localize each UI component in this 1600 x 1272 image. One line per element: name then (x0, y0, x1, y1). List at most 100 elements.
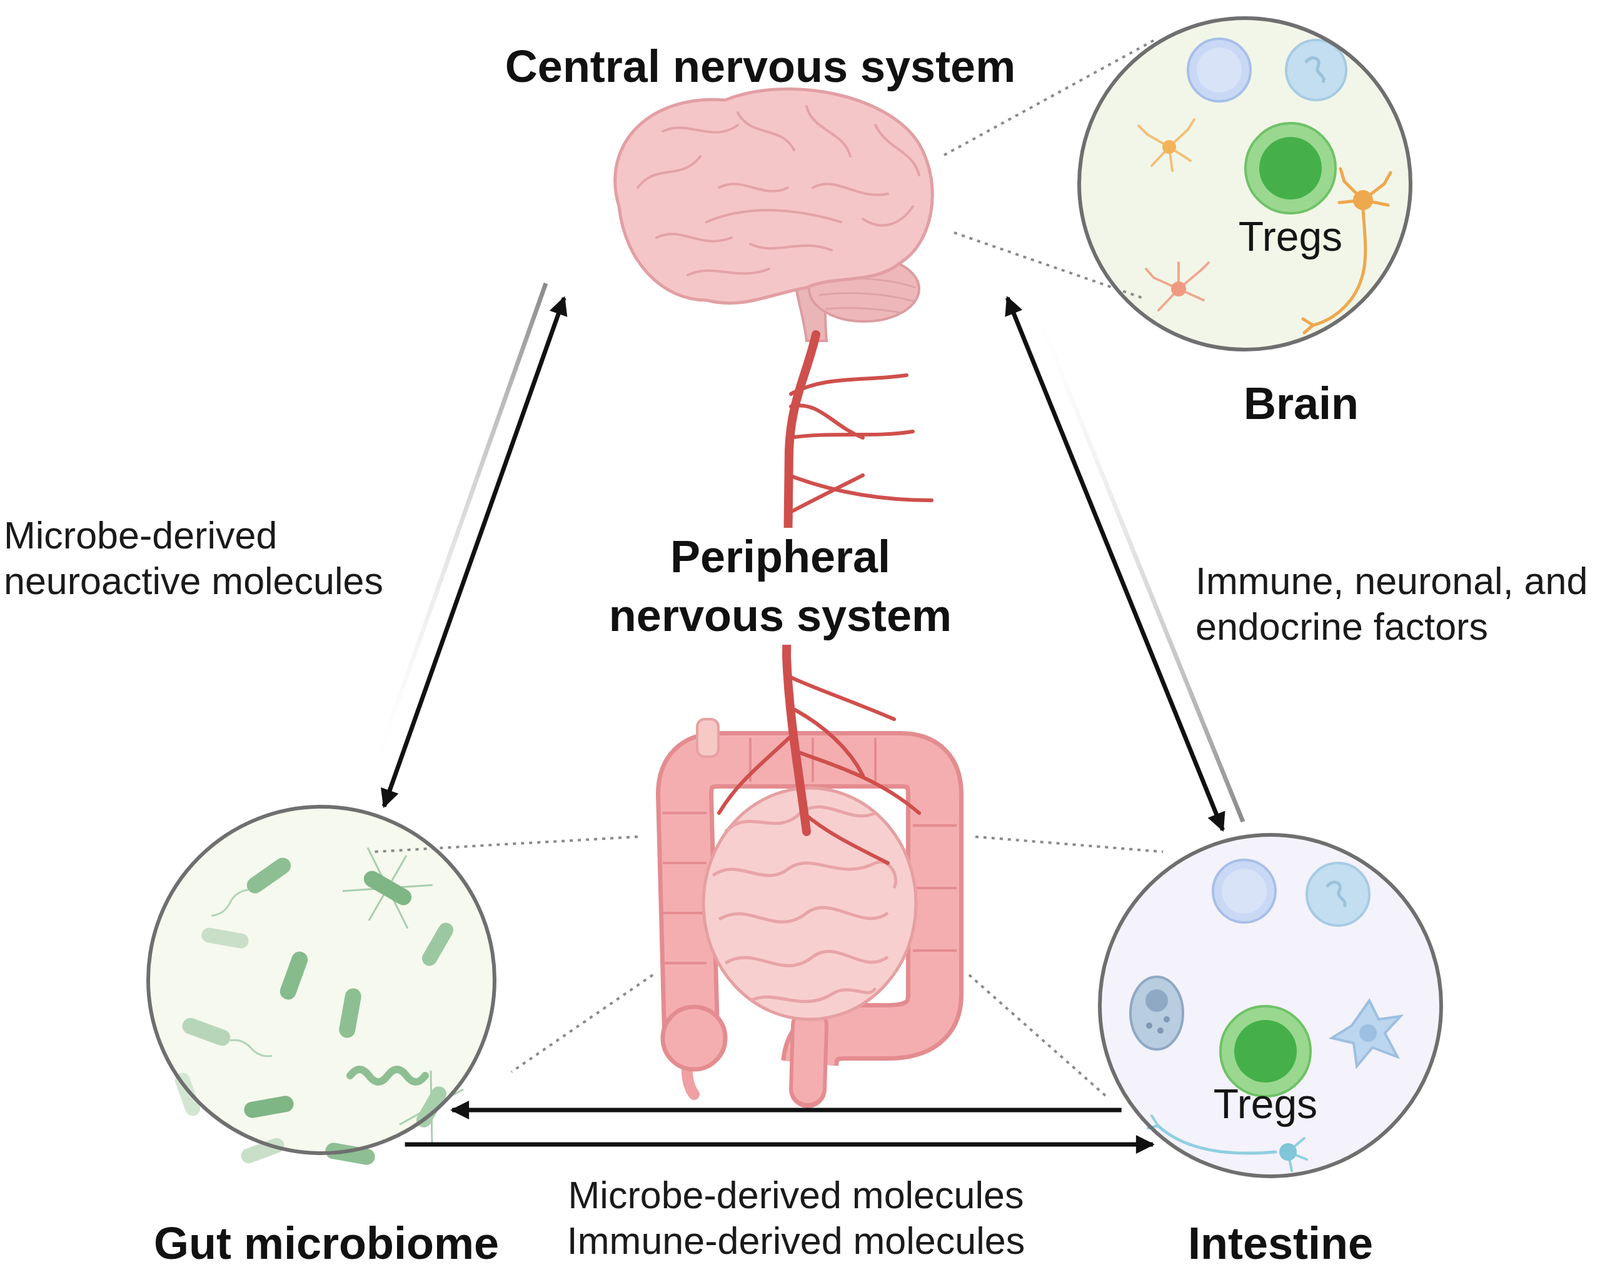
arrow-connector (405, 1142, 1153, 1147)
brain-cells (1305, 58, 1324, 83)
bacteria (200, 926, 250, 950)
bacteria (419, 919, 457, 969)
brain-illustration (706, 210, 841, 222)
cell-label: Tregs (1238, 213, 1343, 261)
arrow-connector (383, 297, 564, 806)
zoom-line (373, 836, 638, 852)
intestine-cells (1306, 862, 1370, 926)
brain-illustration (819, 293, 915, 302)
region-heading: Central nervous system (505, 40, 1016, 93)
edge-label: Microbe-derived neuroactive molecules (3, 512, 395, 604)
intestine-illustration (807, 1025, 810, 1088)
brain-cells (1138, 119, 1195, 171)
bacteria (242, 1094, 295, 1119)
intestine-cells (1212, 859, 1276, 923)
intestine-illustration (712, 861, 896, 888)
edge-label: Immune, neuronal, and endocrine factors (1195, 558, 1596, 650)
bacteria (337, 986, 363, 1039)
edge-label: Immune-derived molecules (545, 1217, 1047, 1264)
bacteria (243, 854, 294, 896)
brain-illustration (875, 125, 920, 176)
bacteria (180, 1015, 276, 1063)
zoom-line (511, 974, 653, 1072)
nerve-illustration (789, 475, 932, 501)
brain-illustration (615, 88, 933, 303)
region-label: Peripheral nervous system (592, 527, 968, 645)
intestine-cells (1146, 1016, 1170, 1034)
nerve-illustration (789, 475, 863, 513)
circle-outline (148, 806, 495, 1153)
bacteria (419, 919, 457, 969)
brain-cells (1138, 38, 1391, 333)
intestine-cells (1146, 1022, 1153, 1029)
intestine-cells (1163, 1016, 1170, 1023)
bacteria (200, 926, 250, 950)
brain-illustration (815, 278, 916, 313)
bacteria (238, 1135, 287, 1165)
brain-illustration (687, 268, 770, 276)
bacteria (399, 1070, 464, 1144)
intestine-cells (1279, 1142, 1297, 1161)
brain-cells (1171, 281, 1187, 297)
brain-illustration (862, 206, 913, 226)
brain-illustration (637, 106, 920, 276)
brain-cells (1303, 318, 1314, 333)
arrow-shadow (1024, 282, 1243, 822)
bacteria (242, 1094, 295, 1119)
intestine-cells (1331, 1000, 1401, 1067)
nerve-illustration (794, 750, 920, 813)
bacteria (206, 854, 294, 922)
intestine-illustration (662, 1006, 726, 1070)
circle-ground (147, 805, 496, 1154)
bacteria (336, 836, 439, 940)
intestine-cells (1130, 859, 1401, 1171)
intestine-illustration (697, 719, 719, 757)
bacteria (360, 867, 415, 909)
intestine-cells (1221, 868, 1267, 914)
brain-illustration (825, 307, 901, 313)
brain-illustration (615, 88, 933, 341)
bacteria (228, 1037, 274, 1059)
circle-ground (1099, 834, 1442, 1177)
brain-cells (1245, 123, 1336, 214)
bacteria (399, 1070, 464, 1144)
circle-ground (1078, 17, 1412, 351)
cell-label: Tregs (1213, 1080, 1318, 1128)
intestine-cells (1326, 882, 1345, 907)
brain-cells (1286, 40, 1347, 101)
brain-cells (1353, 190, 1374, 211)
bacteria (180, 1015, 233, 1048)
bacteria (277, 949, 311, 1002)
brain-illustration (719, 183, 788, 192)
intestine-illustration (662, 719, 957, 1095)
nerve-illustration (789, 706, 863, 776)
brain-illustration (750, 243, 832, 251)
bacteria (336, 836, 439, 940)
bacteria (350, 1069, 426, 1082)
intestine-illustration (719, 907, 888, 922)
zoom-circle: TregsBrain (1076, 15, 1414, 353)
brain-illustration (812, 183, 888, 195)
brain-cells (1196, 47, 1242, 93)
intestine-cells (1157, 1027, 1164, 1034)
brain-cells (1162, 140, 1177, 154)
brain-illustration (662, 125, 738, 133)
brain-illustration (656, 233, 732, 242)
brain-illustration (737, 112, 795, 151)
zoom-line (975, 836, 1163, 852)
brain-illustration (806, 106, 851, 157)
circle-outline (1079, 18, 1411, 350)
circle-outline (1076, 15, 1414, 353)
nerve-illustration (790, 375, 907, 394)
brain-cells (1187, 38, 1251, 102)
circle-heading: Intestine (1187, 1217, 1374, 1270)
arrow-connector (452, 1107, 1122, 1113)
intestine-illustration (912, 825, 957, 951)
intestine-illustration (807, 1025, 810, 1090)
bacteria (238, 1135, 287, 1165)
brain-cells (1146, 262, 1209, 311)
intestine-cells (1234, 1019, 1297, 1083)
intestine-illustration (712, 806, 896, 1002)
circle-outline (1099, 834, 1442, 1177)
zoom-circle: TregsIntestine (1097, 832, 1444, 1179)
